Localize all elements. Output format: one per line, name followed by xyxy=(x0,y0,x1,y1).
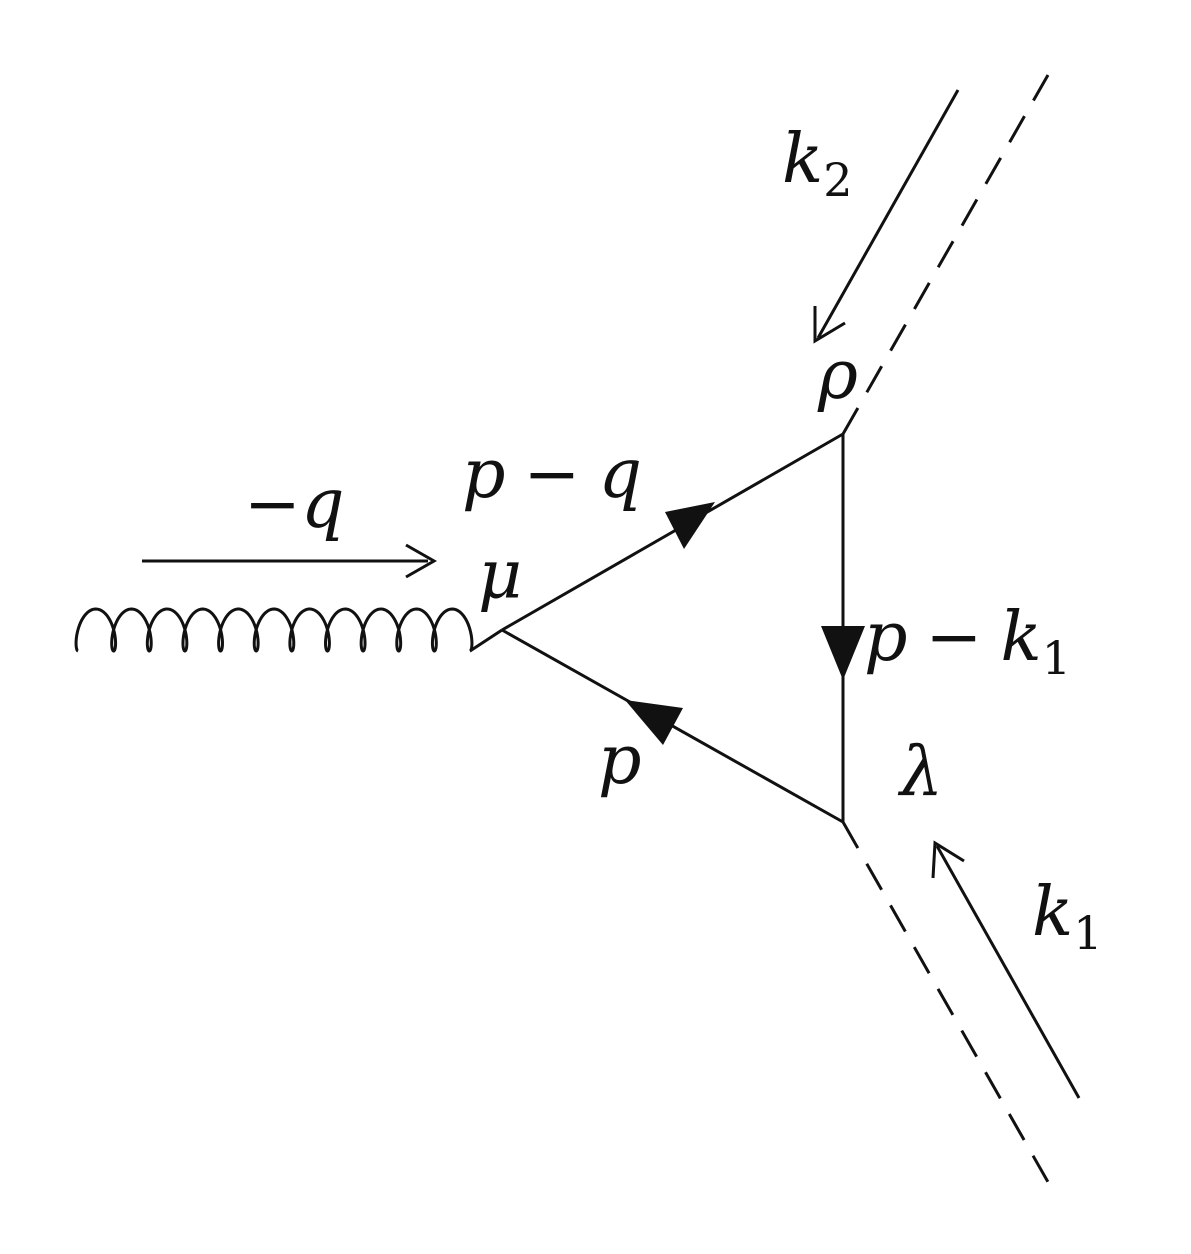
label-p-minus-q: p−q xyxy=(462,435,642,514)
momentum-arrowhead-k2 xyxy=(813,306,846,344)
fermion-arrowhead-p-minus-k1 xyxy=(821,626,865,680)
momentum-arrow-k2 xyxy=(816,89,960,339)
label-k2: k2 xyxy=(782,120,853,207)
fermion-line-p-minus-q xyxy=(501,432,844,632)
fermion-arrowhead-p xyxy=(625,700,683,745)
label-k1: k1 xyxy=(1032,873,1103,960)
fermion-arrowhead-p-minus-q xyxy=(665,502,715,549)
label-lambda: λ xyxy=(897,733,943,812)
label-p: p xyxy=(598,721,642,800)
momentum-arrowhead-minus-q xyxy=(405,543,438,579)
momentum-arrow-k1 xyxy=(935,845,1081,1099)
scalar-line-k2 xyxy=(841,74,1050,435)
momentum-arrowhead-k1 xyxy=(931,840,965,879)
label-p-minus-k1: p−k1 xyxy=(864,598,1071,685)
label-minus-q: −q xyxy=(244,465,345,544)
label-mu: μ xyxy=(478,536,522,615)
label-rho: ρ xyxy=(817,336,858,415)
scalar-line-k1 xyxy=(841,821,1050,1183)
gluon-line xyxy=(74,607,503,653)
